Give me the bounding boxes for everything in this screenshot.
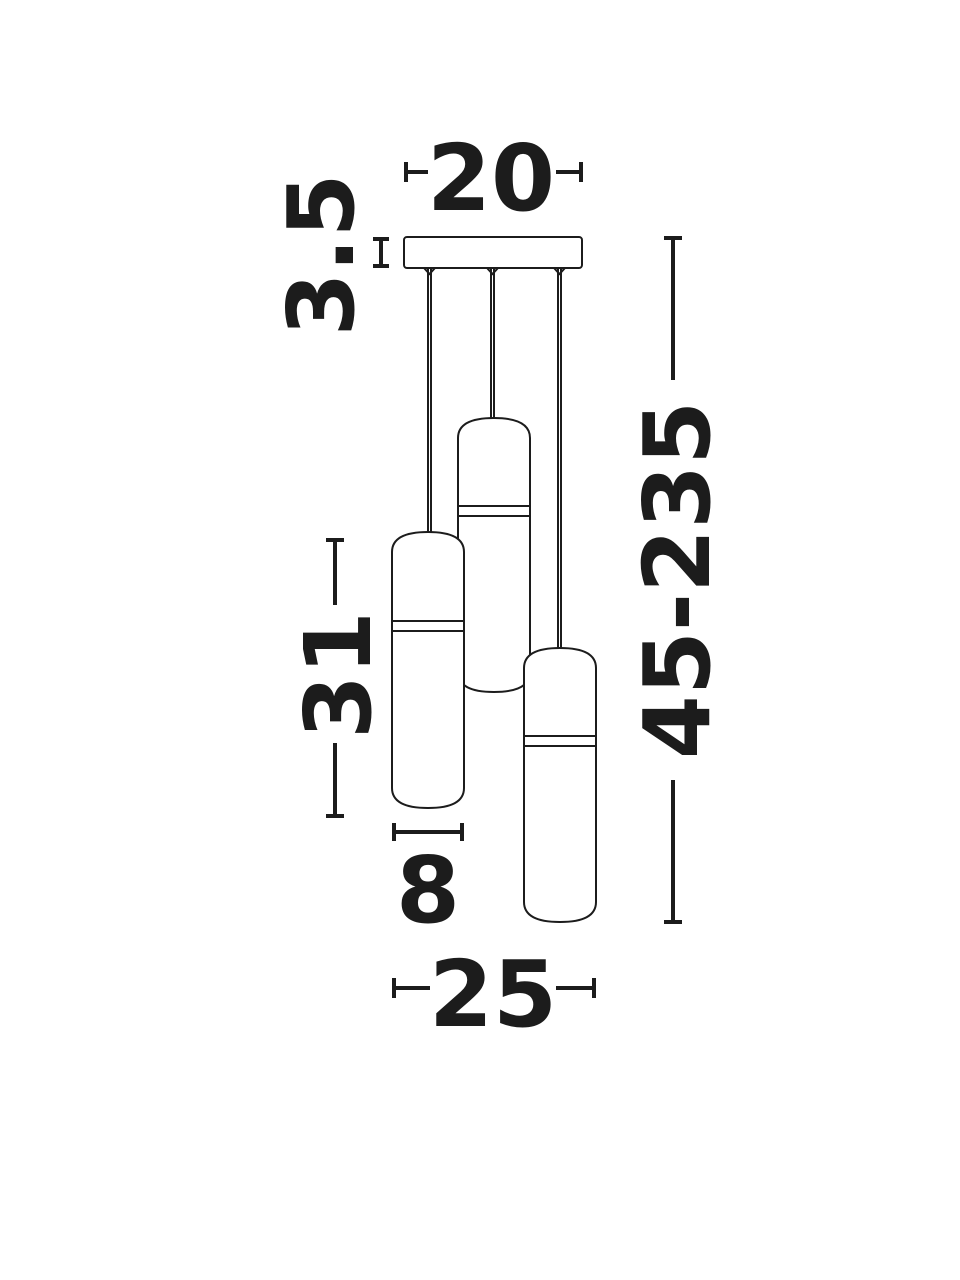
dimension-overall-height: 45-235 — [624, 236, 731, 924]
dimension-overall-width: 25 — [392, 941, 596, 1048]
canopy-height-label: 3.5 — [268, 174, 375, 337]
pendant-shade-right — [523, 646, 597, 924]
dimension-canopy-width: 20 — [404, 125, 583, 232]
canopy-width-label: 20 — [427, 125, 555, 232]
dimension-shade-diameter: 8 — [392, 823, 464, 944]
overall-width-label: 25 — [429, 941, 557, 1048]
dimension-canopy-height: 3.5 — [268, 174, 389, 337]
suspension-cables — [423, 267, 566, 648]
pendant-shade-middle — [457, 416, 531, 694]
shade-diameter-label: 8 — [396, 837, 460, 944]
pendant-shade-left — [391, 530, 465, 810]
overall-height-label: 45-235 — [624, 401, 731, 759]
shade-height-label: 31 — [285, 611, 392, 739]
dimension-shade-height: 31 — [285, 538, 392, 818]
ceiling-canopy — [403, 236, 583, 269]
